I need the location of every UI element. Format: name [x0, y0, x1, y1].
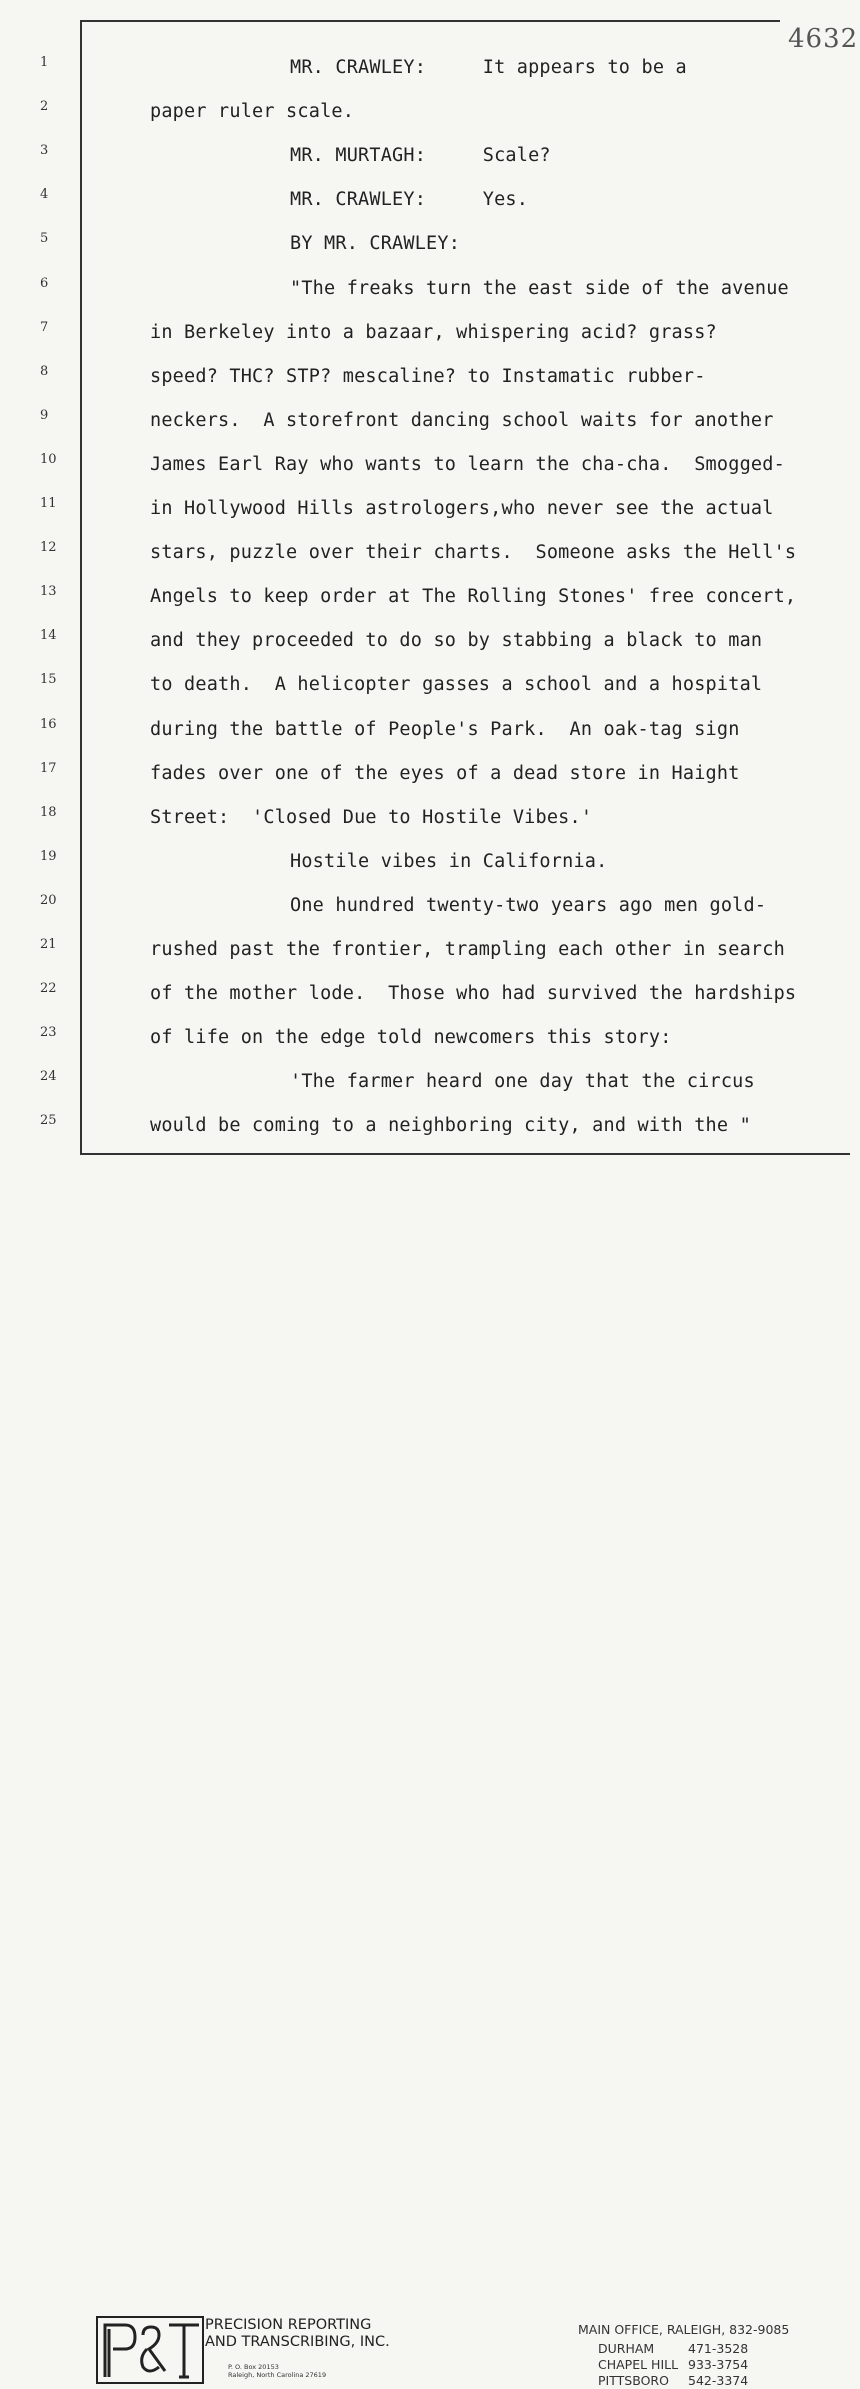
line-number: 10 — [40, 452, 57, 467]
line-number: 24 — [40, 1069, 57, 1084]
transcript-line: in Hollywood Hills astrologers,who never… — [150, 498, 774, 519]
transcript-line: of the mother lode. Those who had surviv… — [150, 983, 797, 1004]
page-footer: PRECISION REPORTING AND TRANSCRIBING, IN… — [0, 1155, 860, 2388]
line-number: 2 — [40, 99, 49, 114]
branch-name: PITTSBORO — [598, 2373, 669, 2388]
transcript-line: Street: 'Closed Due to Hostile Vibes.' — [150, 807, 593, 828]
line-number: 18 — [40, 805, 57, 820]
line-number: 16 — [40, 717, 57, 732]
line-number: 25 — [40, 1113, 57, 1128]
transcript-line: MR. MURTAGH: Scale? — [290, 145, 551, 166]
page-number: 4632 — [788, 24, 859, 54]
transcript-line: stars, puzzle over their charts. Someone… — [150, 542, 797, 563]
firm-name-line1: PRECISION REPORTING — [205, 2317, 372, 2333]
line-number: 3 — [40, 143, 49, 158]
transcript-page: 4632 1 MR. CRAWLEY: It appears to be a 2 pa… — [0, 20, 860, 2388]
branch-phone: 542-3374 — [688, 2373, 749, 2388]
branch-office: PITTSBORO 542-3374 — [578, 2373, 789, 2389]
transcript-line: rushed past the frontier, trampling each… — [150, 939, 785, 960]
line-number: 22 — [40, 981, 57, 996]
main-office: MAIN OFFICE, RALEIGH, 832-9085 — [578, 2322, 790, 2337]
line-number: 1 — [40, 55, 49, 70]
transcript-line: neckers. A storefront dancing school wai… — [150, 410, 774, 431]
line-number: 12 — [40, 540, 57, 555]
line-number: 14 — [40, 628, 57, 643]
line-number: 8 — [40, 364, 49, 379]
firm-address-line1: P. O. Box 20153 — [228, 2363, 279, 2371]
branch-name: CHAPEL HILL — [598, 2357, 679, 2372]
line-number: 4 — [40, 187, 49, 202]
company-logo — [96, 2316, 204, 2384]
line-number: 20 — [40, 893, 57, 908]
firm-address: P. O. Box 20153 Raleigh, North Carolina … — [228, 2363, 326, 2379]
line-number: 7 — [40, 320, 49, 335]
line-number: 5 — [40, 231, 49, 246]
transcript-line: would be coming to a neighboring city, a… — [150, 1115, 751, 1136]
line-number: 6 — [40, 276, 49, 291]
transcript-line: fades over one of the eyes of a dead sto… — [150, 763, 740, 784]
transcript-line: MR. CRAWLEY: It appears to be a — [290, 57, 687, 78]
transcript-line: MR. CRAWLEY: Yes. — [290, 189, 529, 210]
line-number: 15 — [40, 672, 57, 687]
transcript-line: Angels to keep order at The Rolling Ston… — [150, 586, 797, 607]
line-number: 9 — [40, 408, 49, 423]
branch-name: DURHAM — [598, 2341, 655, 2356]
transcript-line: to death. A helicopter gasses a school a… — [150, 674, 763, 695]
transcript-line: Hostile vibes in California. — [290, 851, 608, 872]
transcript-line: James Earl Ray who wants to learn the ch… — [150, 454, 785, 475]
line-number: 19 — [40, 849, 57, 864]
firm-address-line2: Raleigh, North Carolina 27619 — [228, 2371, 327, 2379]
firm-name: PRECISION REPORTING AND TRANSCRIBING, IN… — [205, 2317, 390, 2351]
line-number: 17 — [40, 761, 57, 776]
frame-top-border — [80, 20, 780, 22]
frame-bottom-border — [80, 1153, 850, 1155]
branch-phone: 471-3528 — [688, 2341, 749, 2356]
transcript-line: One hundred twenty-two years ago men gol… — [290, 895, 767, 916]
transcript-line: BY MR. CRAWLEY: — [290, 233, 461, 254]
transcript-line: of life on the edge told newcomers this … — [150, 1027, 672, 1048]
transcript-line: paper ruler scale. — [150, 101, 355, 122]
branch-office: CHAPEL HILL 933-3754 — [578, 2357, 789, 2373]
transcript-line: speed? THC? STP? mescaline? to Instamati… — [150, 366, 706, 387]
transcript-line: 'The farmer heard one day that the circu… — [290, 1071, 755, 1092]
transcript-line: and they proceeded to do so by stabbing … — [150, 630, 763, 651]
line-number: 11 — [40, 496, 57, 511]
firm-name-line2: AND TRANSCRIBING, INC. — [205, 2334, 390, 2350]
line-number: 23 — [40, 1025, 57, 1040]
transcript-line: during the battle of People's Park. An o… — [150, 719, 740, 740]
branch-phone: 933-3754 — [688, 2357, 749, 2372]
transcript-line: "The freaks turn the east side of the av… — [290, 278, 789, 299]
branch-office: DURHAM 471-3528 — [578, 2341, 789, 2357]
line-number: 21 — [40, 937, 57, 952]
line-number: 13 — [40, 584, 57, 599]
frame-left-border — [80, 20, 82, 1155]
transcript-line: in Berkeley into a bazaar, whispering ac… — [150, 322, 717, 343]
office-list: MAIN OFFICE, RALEIGH, 832-9085 DURHAM 47… — [578, 2322, 789, 2389]
